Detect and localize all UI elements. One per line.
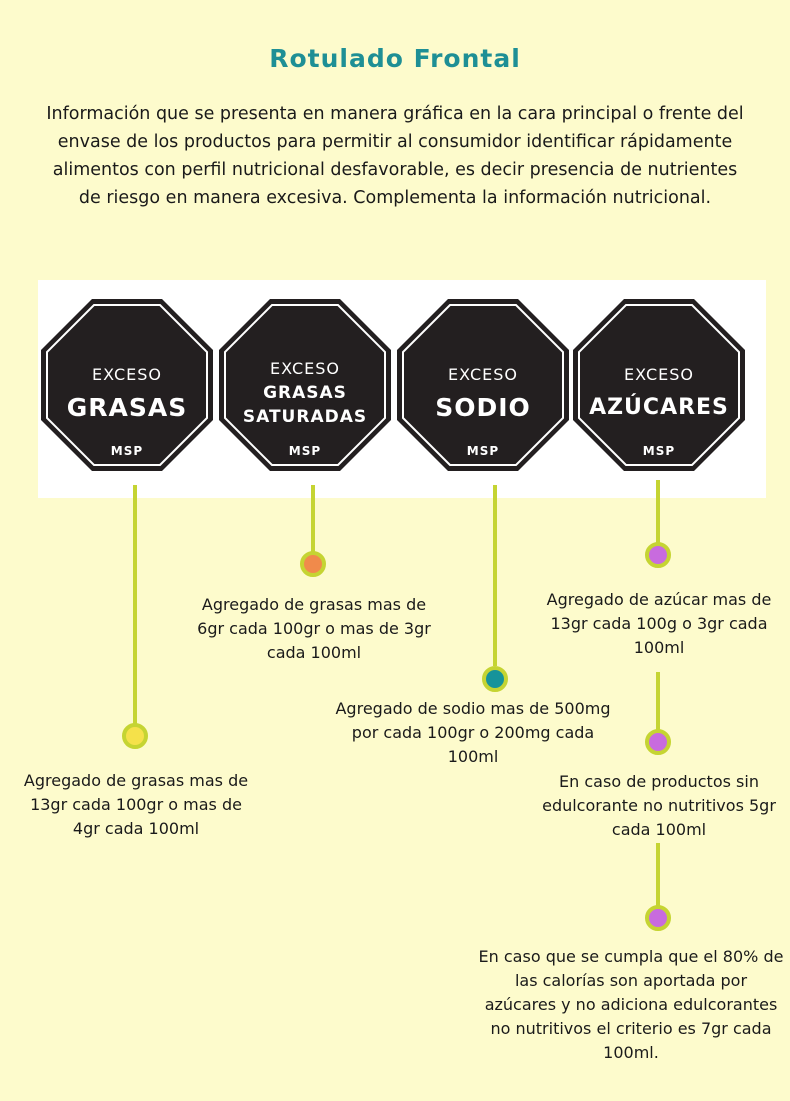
dot-sodio <box>482 666 508 692</box>
note-azucares: Agregado de azúcar mas de 13gr cada 100g… <box>546 590 772 657</box>
seal-grasas-msp: MSP <box>111 444 143 458</box>
dot-azucares-sin-edulcorante <box>645 729 671 755</box>
dot-grasas <box>122 723 148 749</box>
seal-saturadas-line1: GRASAS <box>263 383 347 403</box>
page-title: Rotulado Frontal <box>269 44 521 73</box>
warning-seals-panel: EXCESO GRASAS MSP EXCESO GRASAS SATURADA… <box>38 280 766 498</box>
seal-sodio-msp: MSP <box>467 444 499 458</box>
seal-exceso-sodio: EXCESO SODIO MSP <box>397 299 569 471</box>
seal-sodio-label: SODIO <box>435 393 531 422</box>
seal-azucares-top: EXCESO <box>624 365 694 384</box>
note-sodio: Agregado de sodio mas de 500mg por cada … <box>335 699 611 766</box>
seal-saturadas-msp: MSP <box>289 444 321 458</box>
dot-azucares-80 <box>645 905 671 931</box>
dot-azucares <box>645 542 671 568</box>
note-grasas-saturadas: Agregado de grasas mas de 6gr cada 100gr… <box>197 595 431 662</box>
seal-sodio-top: EXCESO <box>448 365 518 384</box>
seal-grasas-label: GRASAS <box>67 393 187 422</box>
seal-azucares-msp: MSP <box>643 444 675 458</box>
seal-saturadas-line2: SATURADAS <box>243 407 367 427</box>
seal-exceso-azucares: EXCESO AZÚCARES MSP <box>573 299 745 471</box>
seal-exceso-grasas: EXCESO GRASAS MSP <box>41 299 213 471</box>
seal-grasas-top: EXCESO <box>92 365 162 384</box>
intro-paragraph: Información que se presenta en manera gr… <box>46 104 744 208</box>
seal-azucares-label: AZÚCARES <box>589 394 729 420</box>
note-azucares-80: En caso que se cumpla que el 80% de las … <box>478 947 784 1062</box>
seal-saturadas-top: EXCESO <box>270 359 340 378</box>
note-azucares-sin-edulcorante: En caso de productos sin edulcorante no … <box>542 772 776 839</box>
note-grasas: Agregado de grasas mas de 13gr cada 100g… <box>23 771 249 838</box>
seal-exceso-grasas-saturadas: EXCESO GRASAS SATURADAS MSP <box>219 299 391 471</box>
dot-grasas-saturadas <box>300 551 326 577</box>
